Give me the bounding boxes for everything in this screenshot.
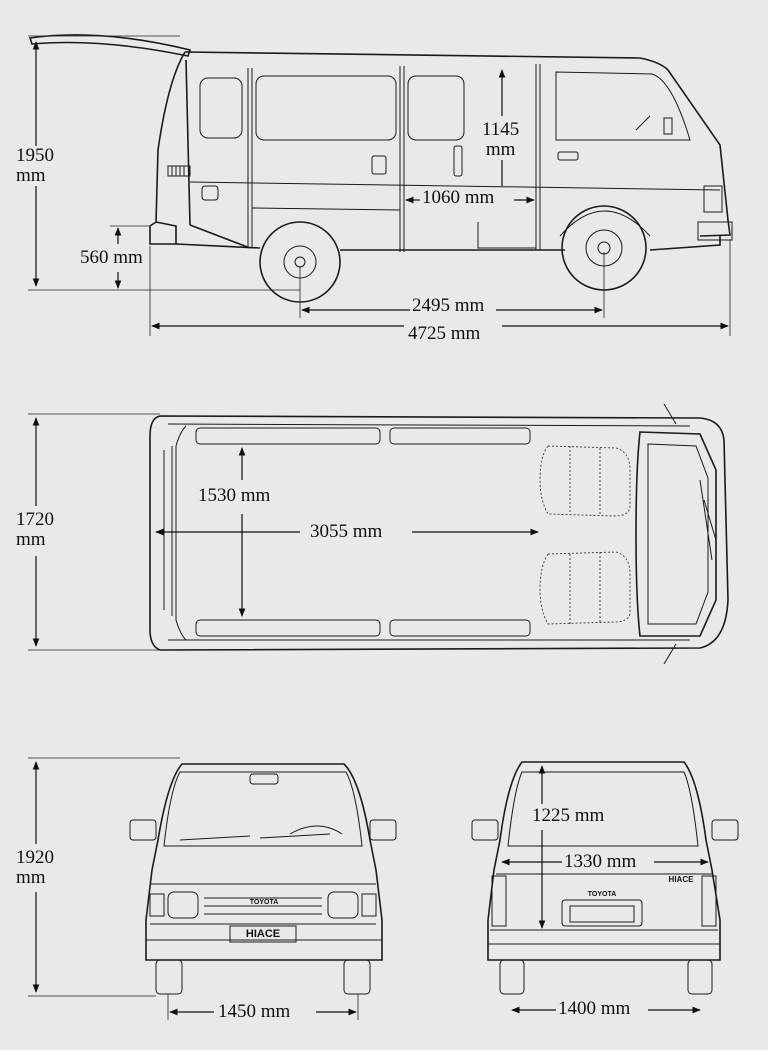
side-view-van: [28, 34, 733, 303]
rear-view-van: [471, 761, 739, 995]
rear-view-dimensions: [501, 765, 709, 1014]
side-height-label: 1950 mm: [14, 145, 56, 186]
interior-width-label: 1530 mm: [196, 485, 273, 506]
door-width-label: 1060 mm: [420, 187, 497, 208]
rear-opening-height-label: 1225 mm: [532, 805, 605, 826]
overall-length-label: 4725 mm: [406, 323, 483, 344]
top-view-van: [149, 403, 729, 665]
interior-height-label: 1145 mm: [480, 119, 522, 160]
front-track-label: 1450 mm: [216, 1001, 293, 1022]
front-view-dimensions: [28, 757, 359, 1020]
front-height-label: 1920 mm: [14, 847, 56, 888]
ground-clearance-label: 560 mm: [78, 247, 145, 268]
front-model-badge: HIACE: [245, 928, 281, 940]
interior-length-label: 3055 mm: [308, 521, 385, 542]
top-view-dimensions: [28, 413, 539, 651]
wheelbase-label: 2495 mm: [410, 295, 487, 316]
rear-model-badge: HIACE: [668, 875, 694, 884]
overall-width-label: 1720 mm: [14, 509, 56, 550]
front-view-van: [129, 763, 397, 995]
rear-brand-badge: TOYOTA: [587, 891, 617, 898]
front-brand-badge: TOYOTA: [249, 899, 279, 906]
rear-opening-width-label: 1330 mm: [562, 851, 639, 872]
side-view-dimensions: [28, 35, 731, 336]
rear-track-label: 1400 mm: [556, 998, 633, 1019]
